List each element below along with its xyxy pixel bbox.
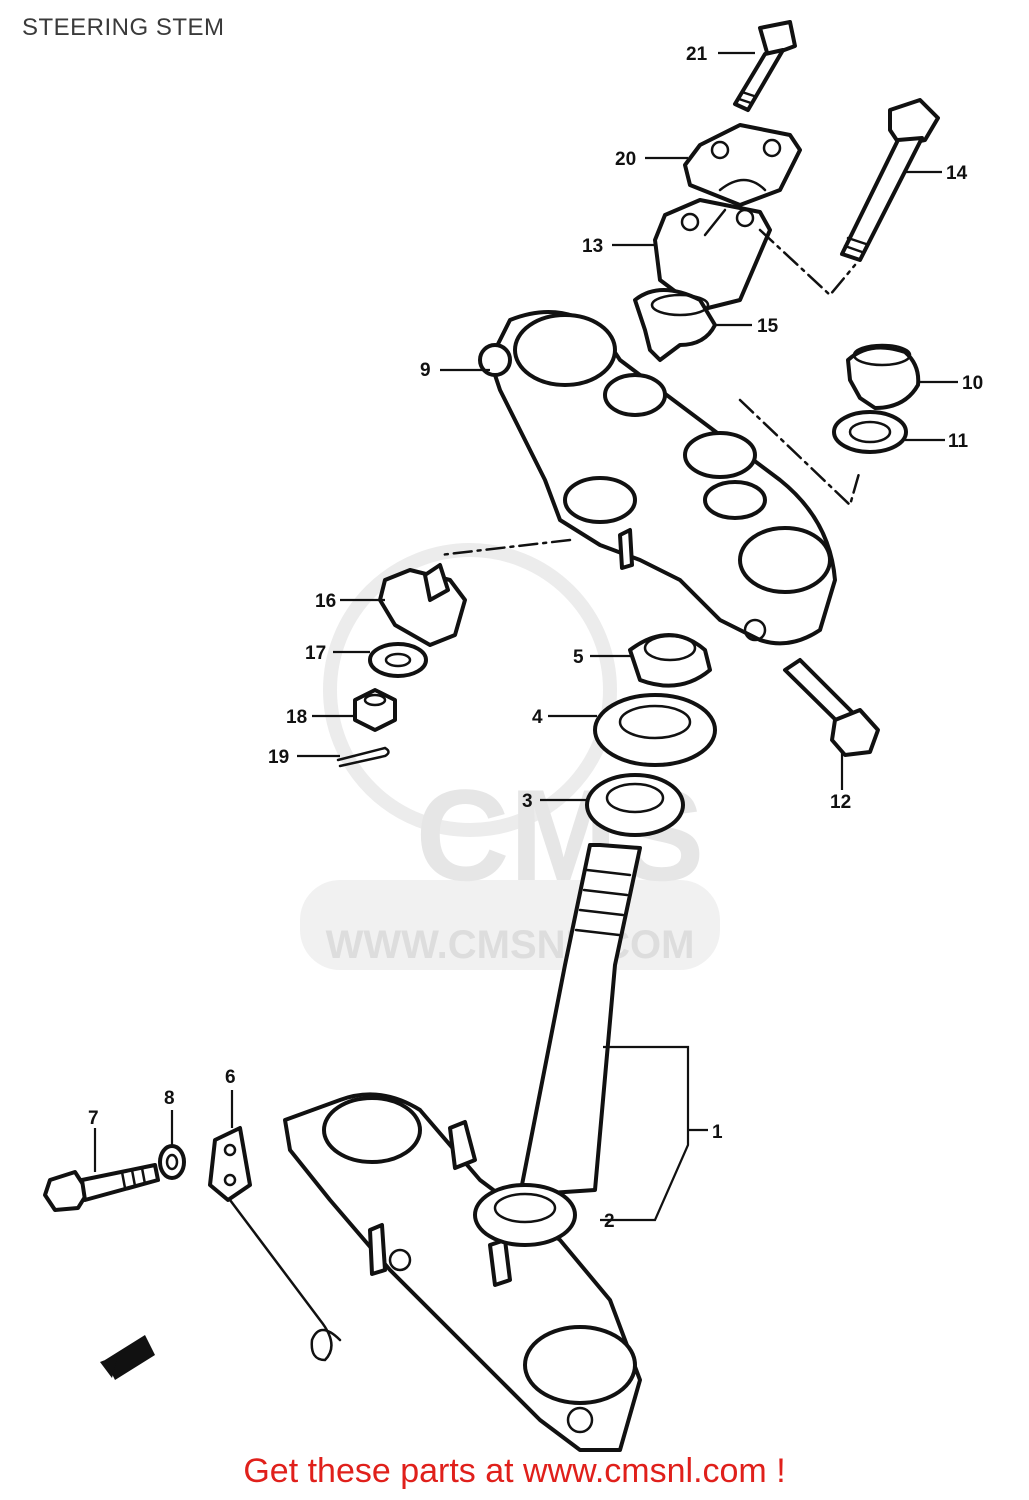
part-19-cotter-pin — [336, 746, 390, 768]
part-2-bearing — [473, 1183, 577, 1247]
callout-3: 3 — [522, 791, 533, 812]
part-5-nut — [628, 633, 712, 688]
callout-19: 19 — [268, 747, 289, 768]
part-6-plate — [208, 1126, 342, 1362]
callout-18: 18 — [286, 707, 307, 728]
part-16-lock — [378, 563, 467, 647]
callout-20: 20 — [615, 149, 636, 170]
callout-1: 1 — [712, 1122, 723, 1143]
part-3-bearing — [585, 773, 685, 837]
leader-lines — [93, 51, 958, 1222]
callout-4: 4 — [532, 707, 543, 728]
callout-13: 13 — [582, 236, 603, 257]
callout-11: 11 — [948, 431, 969, 452]
callout-21: 21 — [686, 44, 708, 65]
part-4-dust-seal — [593, 693, 717, 767]
part-15-cushion — [633, 288, 717, 362]
callout-15: 15 — [757, 316, 779, 337]
part-8-washer — [158, 1144, 186, 1180]
part-21-bolt — [733, 20, 797, 112]
part-17-washer — [368, 642, 428, 678]
callout-14: 14 — [946, 163, 968, 184]
part-10-cap — [846, 343, 921, 410]
part-20-clamp — [683, 123, 802, 207]
callout-5: 5 — [573, 647, 584, 668]
alignment-lines — [438, 228, 862, 557]
callout-12: 12 — [830, 792, 851, 813]
callout-numbers: 1 2 3 4 5 6 7 8 9 10 11 12 13 14 15 16 1… — [88, 44, 983, 1232]
part-7-bolt — [43, 1163, 160, 1212]
callout-10: 10 — [962, 373, 983, 394]
callout-9: 9 — [420, 360, 431, 381]
part-11-washer — [832, 410, 908, 454]
watermark-url-text: WWW.CMSNL.COM — [326, 923, 695, 967]
callout-17: 17 — [305, 643, 326, 664]
callout-6: 6 — [225, 1067, 236, 1088]
callout-2: 2 — [604, 1211, 615, 1232]
part-9-upper-bracket — [478, 310, 837, 646]
footer-link[interactable]: Get these parts at www.cmsnl.com ! — [243, 1452, 786, 1490]
callout-8: 8 — [164, 1088, 175, 1109]
front-arrow-icon — [100, 1335, 155, 1380]
page-title: STEERING STEM — [22, 14, 225, 41]
callout-7: 7 — [88, 1108, 99, 1129]
callout-16: 16 — [315, 591, 336, 612]
part-14-bolt — [840, 98, 940, 262]
part-13-holder — [653, 198, 772, 312]
part-12-bolt — [783, 658, 880, 757]
part-18-nut — [353, 688, 397, 732]
